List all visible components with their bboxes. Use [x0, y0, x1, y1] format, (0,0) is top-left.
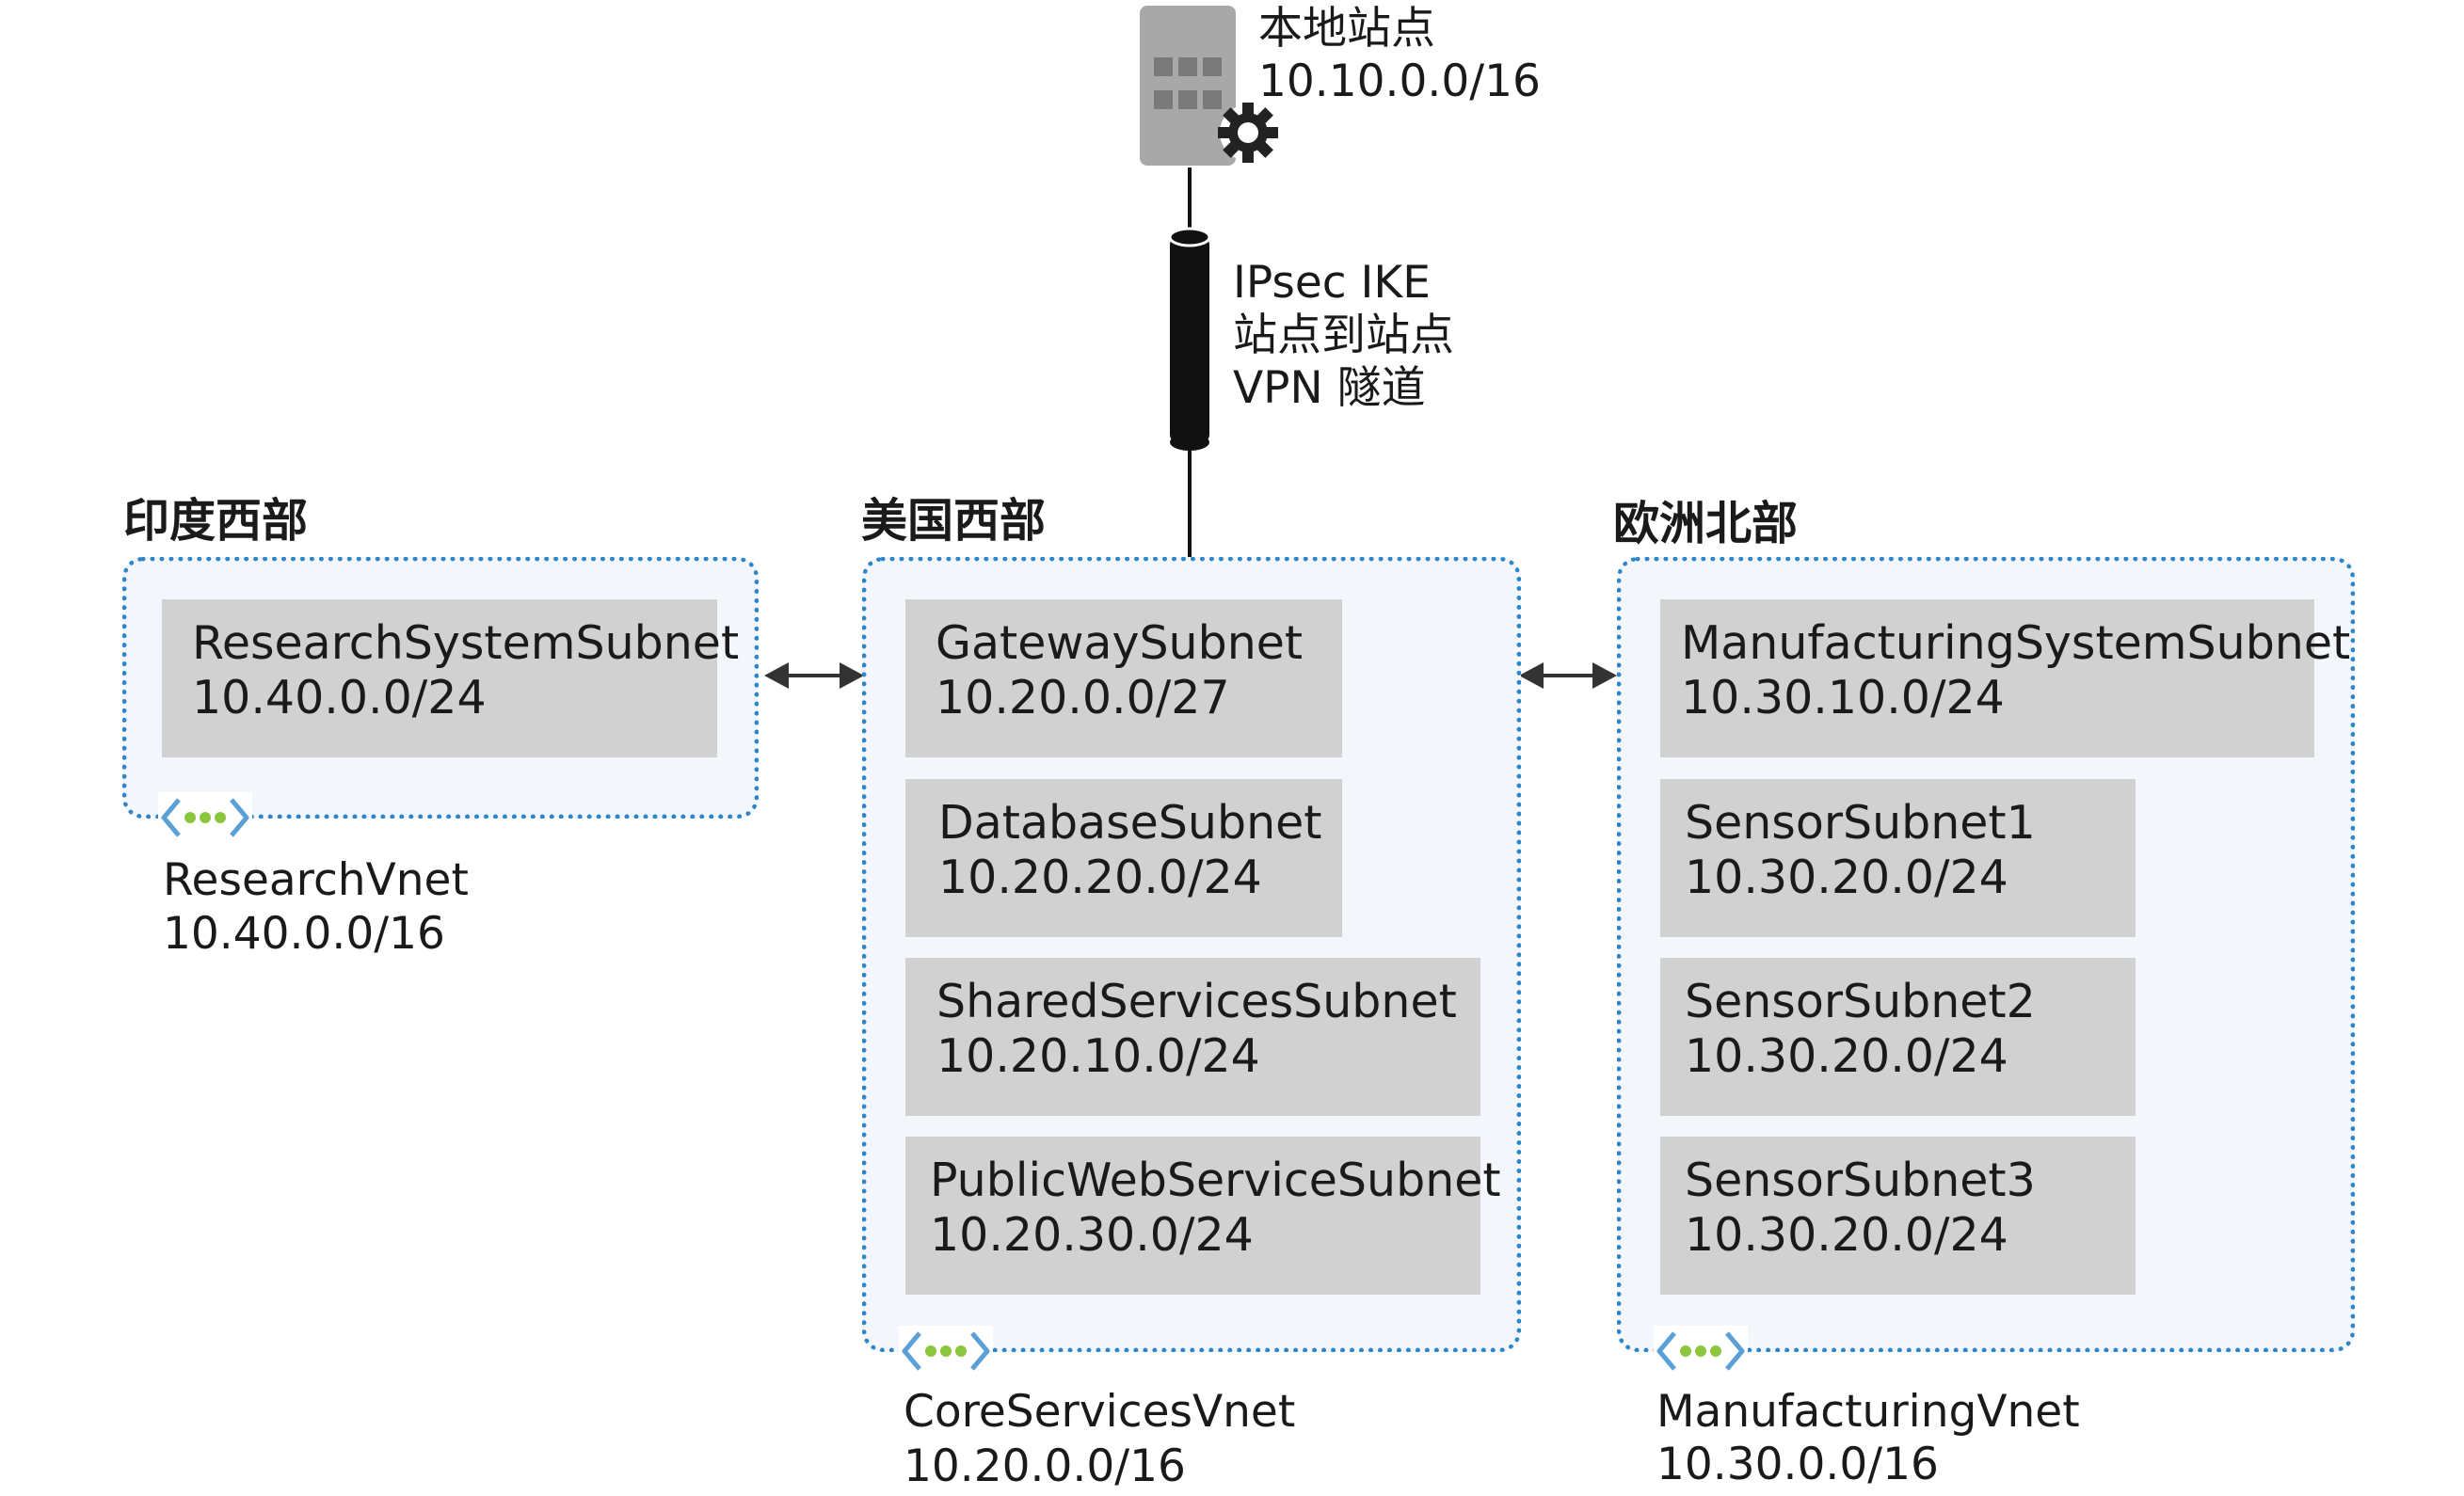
subnet-cidr: 10.40.0.0/24: [192, 671, 487, 724]
subnet-gateway: GatewaySubnet 10.20.0.0/27: [905, 599, 1342, 757]
core-vnet-cidr: 10.20.0.0/16: [904, 1440, 1186, 1492]
subnet-name: SharedServicesSubnet: [936, 975, 1457, 1028]
tunnel-label-line1: IPsec IKE: [1233, 257, 1431, 309]
peering-arrow-research-core: [764, 662, 864, 689]
subnet-cidr: 10.30.20.0/24: [1685, 1208, 2008, 1262]
region-north-europe: 欧洲北部: [1613, 497, 1799, 550]
subnet-sensor-1: SensorSubnet1 10.30.20.0/24: [1660, 779, 2136, 937]
manufacturing-vnet-name: ManufacturingVnet: [1656, 1386, 2080, 1438]
subnet-cidr: 10.30.20.0/24: [1685, 851, 2008, 904]
onprem-building-icon: [1140, 6, 1281, 167]
subnet-name: SensorSubnet2: [1685, 975, 2036, 1028]
subnet-cidr: 10.30.20.0/24: [1685, 1029, 2008, 1083]
core-vnet-name: CoreServicesVnet: [904, 1386, 1296, 1438]
subnet-shared-services: SharedServicesSubnet 10.20.10.0/24: [905, 958, 1480, 1116]
vpn-tunnel-icon: [1168, 227, 1211, 451]
onprem-title: 本地站点: [1258, 3, 1435, 55]
subnet-name: SensorSubnet1: [1685, 796, 2036, 850]
subnet-cidr: 10.20.20.0/24: [938, 851, 1262, 904]
subnet-name: ResearchSystemSubnet: [192, 616, 740, 670]
onprem-cidr: 10.10.0.0/16: [1258, 56, 1541, 107]
subnet-cidr: 10.20.30.0/24: [930, 1208, 1254, 1262]
subnet-name: PublicWebServiceSubnet: [930, 1154, 1501, 1207]
subnet-name: SensorSubnet3: [1685, 1154, 2036, 1207]
tunnel-label-line2: 站点到站点: [1233, 310, 1454, 361]
subnet-name: DatabaseSubnet: [938, 796, 1322, 850]
subnet-database: DatabaseSubnet 10.20.20.0/24: [905, 779, 1342, 937]
subnet-research-system: ResearchSystemSubnet 10.40.0.0/24: [162, 599, 740, 757]
research-vnet-name: ResearchVnet: [163, 854, 469, 906]
research-vnet-cidr: 10.40.0.0/16: [163, 908, 445, 960]
subnet-manufacturing-system: ManufacturingSystemSubnet 10.30.10.0/24: [1660, 599, 2351, 757]
subnet-name: ManufacturingSystemSubnet: [1681, 616, 2351, 670]
subnet-cidr: 10.20.0.0/27: [936, 671, 1230, 724]
region-west-us: 美国西部: [861, 494, 1047, 548]
subnet-sensor-2: SensorSubnet2 10.30.20.0/24: [1660, 958, 2136, 1116]
subnet-sensor-3: SensorSubnet3 10.30.20.0/24: [1660, 1137, 2136, 1295]
vnet-icon: [899, 1326, 993, 1377]
subnet-cidr: 10.20.10.0/24: [936, 1029, 1260, 1083]
manufacturing-vnet-box: ManufacturingSystemSubnet 10.30.10.0/24 …: [1617, 557, 2355, 1352]
region-west-india: 印度西部: [123, 494, 309, 548]
manufacturing-vnet-cidr: 10.30.0.0/16: [1656, 1439, 1939, 1490]
core-services-vnet-box: GatewaySubnet 10.20.0.0/27 DatabaseSubne…: [862, 557, 1521, 1352]
vnet-icon: [1654, 1326, 1748, 1377]
subnet-cidr: 10.30.10.0/24: [1681, 671, 2005, 724]
subnet-name: GatewaySubnet: [936, 616, 1304, 670]
vnet-icon: [158, 792, 252, 843]
peering-arrow-core-manufacturing: [1519, 662, 1617, 689]
research-vnet-box: ResearchSystemSubnet 10.40.0.0/24: [122, 557, 759, 819]
tunnel-label-line3: VPN 隧道: [1233, 362, 1426, 414]
subnet-public-web-service: PublicWebServiceSubnet 10.20.30.0/24: [905, 1137, 1501, 1295]
